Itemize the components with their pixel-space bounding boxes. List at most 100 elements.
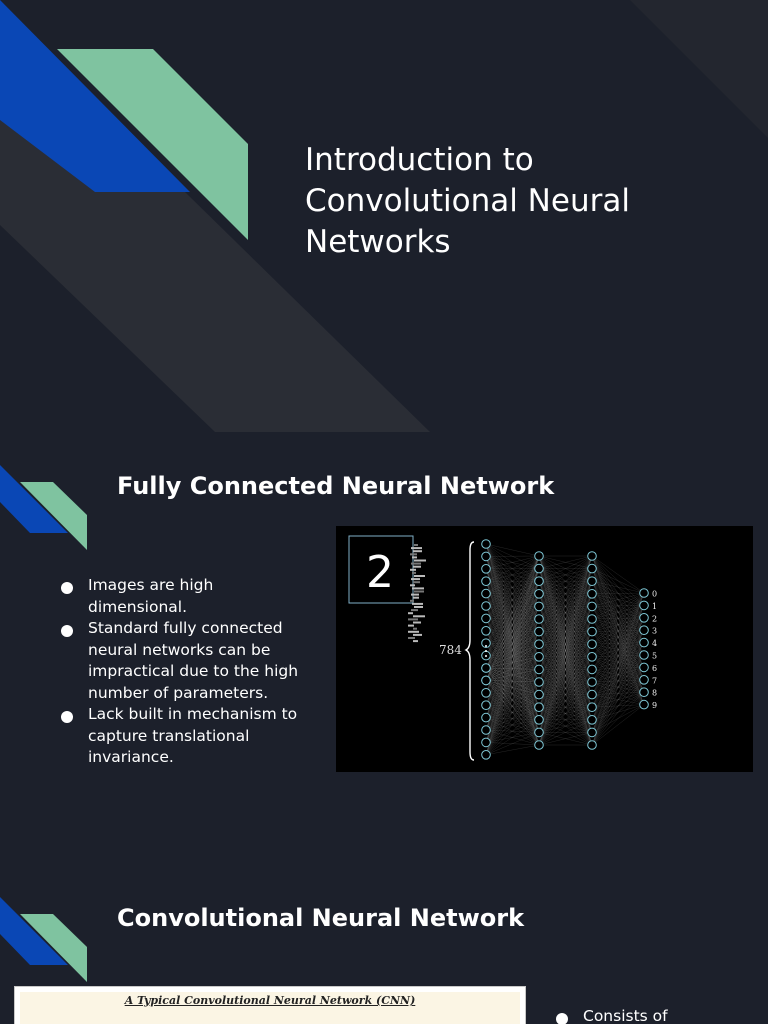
pixel-block — [413, 621, 421, 624]
neuron — [534, 639, 544, 649]
neuron — [534, 652, 544, 662]
heading-accent-shapes — [0, 465, 87, 550]
output-label: 3 — [652, 627, 657, 636]
connection-line — [591, 592, 645, 746]
connection-line — [485, 669, 540, 755]
network-neurons — [481, 539, 649, 760]
connection-line — [591, 592, 645, 670]
pixel-block — [411, 562, 421, 565]
connection-line — [485, 681, 540, 755]
connection-line — [591, 592, 645, 657]
connection-line — [485, 707, 540, 755]
pixel-block — [408, 612, 413, 615]
pixel-block — [414, 544, 418, 546]
bullet-item: Images are high dimensional. — [60, 575, 315, 618]
neuron — [481, 539, 491, 549]
connection-line — [485, 555, 540, 631]
pixel-block — [411, 609, 418, 612]
connection-line — [591, 592, 645, 620]
connection-line — [591, 568, 645, 594]
neuron — [534, 664, 544, 675]
bullet-list: Consists of — [555, 1006, 755, 1024]
connection-line — [591, 642, 645, 746]
connection-line — [485, 606, 540, 755]
neuron — [534, 551, 544, 561]
neuron — [481, 725, 491, 735]
neuron — [639, 699, 649, 710]
connection-line — [538, 555, 593, 733]
fully-connected-slide: Fully Connected Neural Network Images ar… — [0, 432, 768, 864]
neuron — [534, 702, 544, 712]
neuron — [534, 740, 544, 750]
connection-line — [485, 744, 540, 755]
neuron — [481, 588, 491, 599]
neuron — [587, 563, 597, 574]
neuron — [481, 675, 491, 686]
neuron — [534, 601, 544, 612]
output-label: 2 — [652, 614, 657, 623]
connection-line — [538, 555, 593, 569]
connection-line — [591, 654, 645, 746]
connection-line — [485, 555, 540, 582]
heading-accent-shapes — [0, 897, 87, 982]
neuron — [481, 688, 491, 698]
pixel-block — [413, 596, 419, 599]
connection-line — [538, 555, 593, 632]
connection-line — [485, 543, 540, 557]
neuron — [639, 613, 649, 623]
neuron — [534, 626, 544, 637]
ellipsis-dot — [485, 645, 487, 647]
pixel-block — [408, 630, 419, 633]
connection-line — [485, 568, 540, 755]
bullet-dot — [61, 582, 73, 594]
neuron — [587, 727, 597, 738]
neuron — [587, 626, 597, 637]
neuron — [639, 588, 649, 598]
connection-line — [485, 631, 540, 755]
pixel-block — [413, 627, 417, 630]
neuron — [587, 677, 597, 687]
connection-line — [485, 593, 540, 755]
slide-heading: Convolutional Neural Network — [117, 904, 525, 932]
connection-line — [591, 592, 645, 733]
connection-line — [485, 555, 540, 656]
pixel-block — [414, 575, 425, 577]
pixel-block — [410, 584, 415, 587]
connection-line — [538, 618, 593, 746]
pixel-block — [413, 615, 425, 618]
pixel-block — [412, 587, 424, 590]
pixel-block — [410, 599, 414, 602]
cnn-figure-caption: A Typical Convolutional Neural Network (… — [124, 994, 416, 1007]
bullet-text: Standard fully connected neural networks… — [88, 619, 299, 702]
neuron — [534, 589, 544, 599]
neuron — [481, 663, 491, 673]
connection-line — [538, 555, 593, 720]
neuron — [639, 650, 649, 660]
connection-line — [591, 581, 645, 594]
connection-line — [485, 555, 540, 594]
connection-line — [538, 732, 593, 746]
bullet-text: Images are high dimensional. — [88, 576, 214, 616]
output-label: 6 — [652, 664, 657, 673]
blue-stripe-shape — [0, 0, 190, 192]
blue-accent-shape — [0, 465, 68, 533]
neuron — [534, 689, 544, 700]
neuron — [481, 576, 491, 587]
connection-line — [538, 606, 593, 746]
pixel-block — [411, 578, 420, 581]
pixel-block — [408, 618, 418, 621]
neuron — [481, 626, 491, 636]
pixel-block — [413, 633, 422, 636]
connection-line — [538, 593, 593, 746]
neuron — [639, 662, 649, 673]
input-brace — [464, 541, 475, 761]
blue-accent-shape — [0, 897, 68, 965]
title-slide: Introduction to Convolutional Neural Net… — [0, 0, 768, 432]
neuron — [534, 727, 544, 738]
connection-line — [485, 555, 540, 669]
connection-line — [538, 719, 593, 746]
neuron — [639, 625, 649, 635]
connection-line — [485, 555, 540, 607]
